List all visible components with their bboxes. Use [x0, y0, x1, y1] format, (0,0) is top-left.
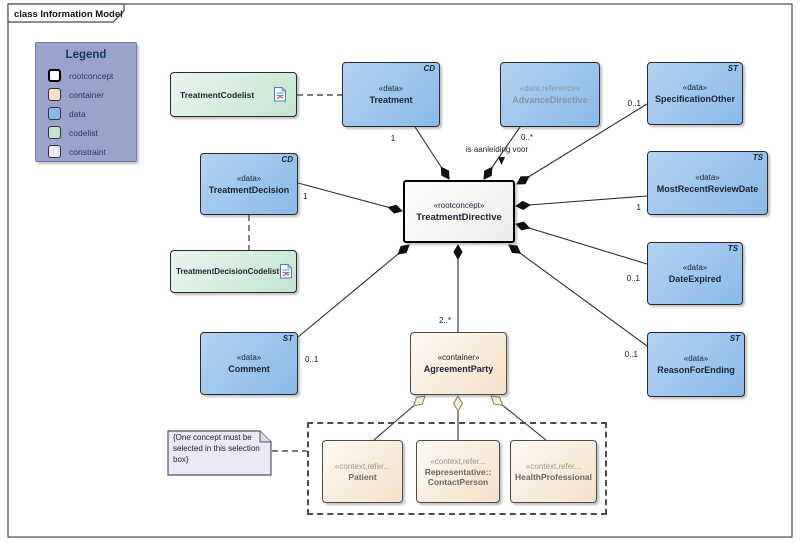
assoc-dateexpired-line: [515, 221, 648, 265]
legend-item-codelist: codelist: [48, 126, 98, 139]
node-name-line2: ContactPerson: [427, 476, 489, 487]
node-name: MostRecentReviewDate: [656, 183, 759, 194]
stereotype: «data»: [682, 83, 708, 92]
multiplicity-label: 0..1: [305, 355, 319, 364]
assoc-treatmentdecision-line: [297, 182, 403, 214]
multiplicity-label: 2..*: [439, 316, 451, 325]
node-health-professional[interactable]: «context,refer... HealthProfessional: [510, 440, 597, 503]
node-treatment-codelist[interactable]: TreatmentCodelist: [170, 72, 297, 117]
legend-panel: Legend rootconcept container data codeli…: [35, 42, 137, 162]
node-specification-other[interactable]: ST «data» SpecificationOther: [647, 62, 743, 125]
node-date-expired[interactable]: TS «data» DateExpired: [647, 242, 743, 305]
multiplicity-label: 0..1: [628, 99, 642, 108]
data-swatch: [48, 107, 61, 120]
note-shape: [167, 430, 272, 476]
node-comment[interactable]: ST «data» Comment: [200, 332, 298, 395]
assoc-advancedirective-line: [483, 126, 521, 180]
datatype-indicator: TS: [752, 153, 763, 162]
assoc-treatment-line: [414, 126, 450, 180]
multiplicity-label: 0..*: [521, 133, 533, 142]
assoc-reasonforending-line: [508, 244, 648, 347]
node-most-recent-review-date[interactable]: TS «data» MostRecentReviewDate: [647, 151, 768, 215]
multiplicity-label: 1: [637, 203, 642, 212]
legend-item-rootconcept: rootconcept: [48, 69, 113, 82]
selection-box: [307, 422, 607, 515]
diagram-tab-label: class Information Model: [14, 9, 123, 20]
node-name: TreatmentDecisionCodelist: [176, 267, 280, 276]
stereotype: «data»: [695, 172, 720, 182]
note-text: {One concept must be selected in this se…: [173, 433, 260, 464]
legend-item-data: data: [48, 107, 86, 120]
codelist-swatch: [48, 126, 61, 139]
diagram-frame: [7, 3, 793, 538]
diagram-tab: [7, 3, 125, 23]
stereotype: «data»: [683, 354, 709, 363]
assoc-mostrecentreviewdate-line: [514, 195, 648, 211]
stereotype: «context,refer...: [430, 456, 486, 466]
assoc-specificationother-line: [516, 103, 648, 185]
stereotype: «rootconcept»: [433, 200, 485, 210]
node-name: Treatment: [369, 95, 413, 105]
aggr-healthprofessional-line: [490, 395, 547, 441]
stereotype: «data»: [236, 353, 262, 362]
legend-item-label: container: [69, 89, 104, 100]
stereotype: «container»: [437, 353, 480, 362]
stereotype: «data»: [378, 84, 404, 93]
node-agreement-party[interactable]: «container» AgreementParty: [410, 332, 507, 395]
datatype-indicator: CD: [423, 64, 435, 73]
legend-item-label: codelist: [69, 127, 98, 138]
stereotype: «data»: [236, 173, 262, 183]
datatype-indicator: ST: [727, 64, 738, 73]
node-advance-directive[interactable]: «data,reference» AdvanceDirective: [500, 62, 600, 127]
multiplicity-label: 1: [303, 192, 308, 201]
assoc-comment-line: [297, 244, 410, 338]
stereotype: «context,refer...: [334, 461, 391, 471]
multiplicity-label: 0..1: [625, 350, 639, 359]
node-patient[interactable]: «context,refer... Patient: [322, 440, 403, 503]
rootconcept-swatch: [48, 69, 61, 82]
node-name: ReasonForEnding: [657, 365, 735, 375]
legend-title: Legend: [65, 49, 107, 61]
direction-arrow-icon: [498, 157, 505, 165]
stereotype: «data,reference»: [519, 84, 581, 93]
legend-item-label: constraint: [69, 146, 106, 157]
stereotype: «data»: [682, 263, 708, 272]
legend-item-label: rootconcept: [69, 70, 114, 81]
node-name: Patient: [348, 471, 377, 482]
codelist-document-icon: [274, 86, 287, 102]
association-name-label: is aanleiding voor: [466, 145, 529, 154]
node-contact-person[interactable]: «context,refer... Representative:: Conta…: [416, 440, 500, 503]
node-name-line1: Representative::: [424, 466, 492, 477]
container-swatch: [48, 88, 61, 101]
constraint-note: {One concept must be selected in this se…: [167, 430, 272, 476]
node-treatment-decision-codelist[interactable]: TreatmentDecisionCodelist: [170, 250, 297, 293]
node-name: TreatmentCodelist: [180, 89, 255, 100]
legend-item-label: data: [69, 108, 86, 119]
node-name: HealthProfessional: [515, 471, 592, 482]
node-name: AdvanceDirective: [512, 95, 588, 105]
node-treatment[interactable]: CD «data» Treatment: [342, 62, 440, 127]
codelist-document-icon: [280, 263, 293, 279]
datatype-indicator: TS: [727, 244, 738, 253]
node-reason-for-ending[interactable]: ST «data» ReasonForEnding: [647, 332, 745, 397]
multiplicity-label: 0..1: [627, 274, 641, 283]
node-name: TreatmentDirective: [416, 211, 502, 223]
multiplicity-label: 1: [391, 134, 396, 143]
legend-item-constraint: constraint: [48, 145, 106, 158]
node-treatment-directive[interactable]: «rootconcept» TreatmentDirective: [403, 180, 515, 243]
node-name: SpecificationOther: [654, 94, 735, 104]
datatype-indicator: ST: [729, 334, 740, 343]
node-name: TreatmentDecision: [208, 184, 290, 195]
node-name: Comment: [228, 364, 270, 374]
node-name: AgreementParty: [423, 364, 494, 374]
stereotype: «context,refer...: [525, 461, 582, 471]
node-name: DateExpired: [668, 274, 722, 284]
datatype-indicator: CD: [281, 155, 293, 164]
datatype-indicator: ST: [282, 334, 293, 343]
aggr-patient-line: [373, 395, 426, 441]
node-treatment-decision[interactable]: CD «data» TreatmentDecision: [200, 153, 298, 215]
constraint-swatch: [48, 145, 61, 158]
legend-item-container: container: [48, 88, 104, 101]
